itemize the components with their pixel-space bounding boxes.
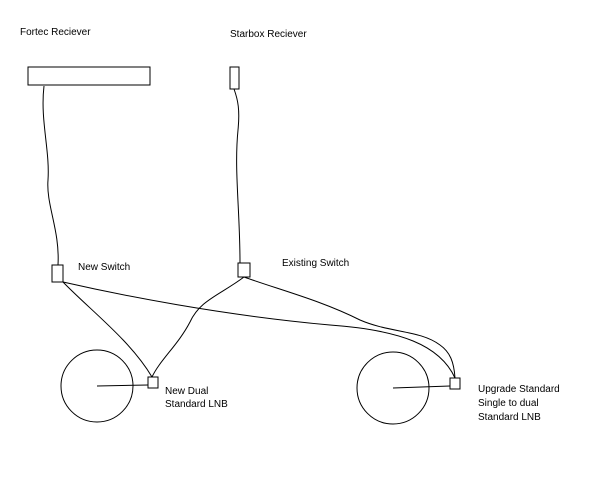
upgrade-lnb-label-line3: Standard LNB [478, 412, 541, 423]
new-dish [60, 349, 134, 423]
cable-new-switch-to-new-lnb [62, 281, 153, 378]
new-switch-label: New Switch [78, 262, 130, 273]
fortec-receiver-label: Fortec Reciever [20, 27, 91, 38]
new-dish-arm [96, 384, 149, 387]
cable-starbox-to-existing-switch [233, 88, 241, 264]
cable-fortec-to-new-switch [42, 85, 59, 266]
existing-switch-label: Existing Switch [282, 258, 349, 269]
upgrade-lnb-box [449, 377, 461, 390]
cable-existing-switch-to-upgrade-lnb [243, 276, 456, 379]
fortec-receiver-box [27, 66, 151, 86]
upgrade-lnb-label-line2: Single to dual [478, 398, 539, 409]
cable-new-switch-to-upgrade-lnb [62, 281, 456, 379]
new-lnb-box [147, 376, 159, 389]
new-lnb-label-line2: Standard LNB [165, 399, 228, 410]
new-switch-box [51, 264, 64, 283]
upgrade-lnb-label-line1: Upgrade Standard [478, 384, 560, 395]
new-lnb-label-line1: New Dual [165, 386, 208, 397]
existing-switch-box [237, 262, 251, 278]
upgrade-dish-arm [392, 385, 451, 389]
cable-existing-switch-to-new-lnb [151, 276, 245, 378]
starbox-receiver-box [229, 66, 240, 90]
upgrade-dish [356, 351, 430, 425]
starbox-receiver-label: Starbox Reciever [230, 29, 307, 40]
